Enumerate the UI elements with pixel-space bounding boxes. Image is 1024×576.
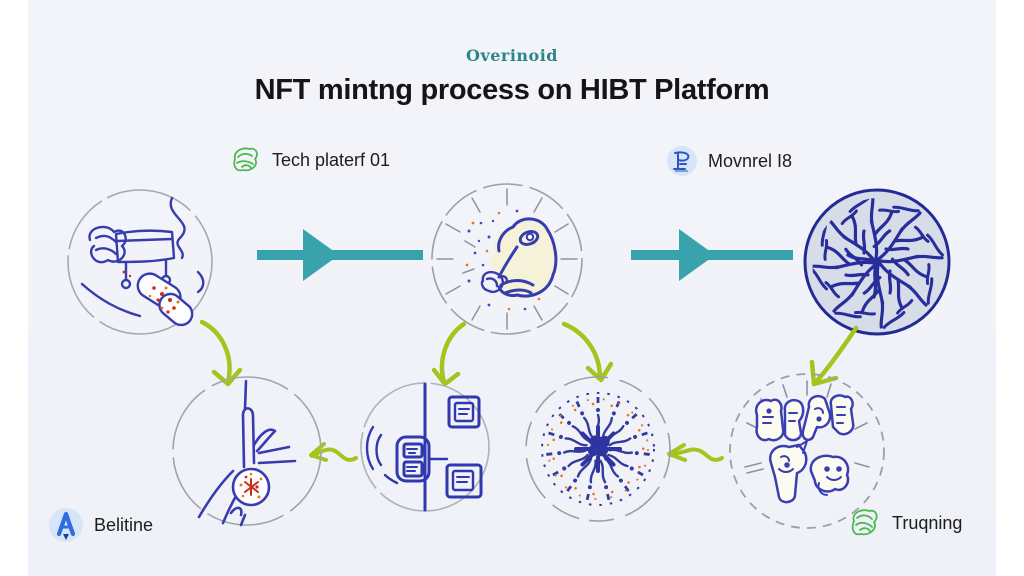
page-title: NFT mintng process on HIBT Platform xyxy=(254,74,770,106)
green-scribble-icon xyxy=(233,147,258,172)
brand-text: Overinoid xyxy=(466,46,558,65)
teal-arrow-right-1 xyxy=(257,229,423,281)
teal-arrow-right-2 xyxy=(631,229,793,281)
badge-belitine: Belitine xyxy=(48,507,153,543)
badge-tech-platerf: Tech platerf 01 xyxy=(230,144,390,176)
badge-movnrel: Movnrel I8 xyxy=(666,145,792,177)
bubble-letters-doodle-node xyxy=(729,373,885,529)
vein-pattern-node xyxy=(803,188,951,336)
badge-truqning: Truqning xyxy=(848,505,962,541)
badge-tech-label: Tech platerf 01 xyxy=(272,149,391,170)
badge-belitine-label: Belitine xyxy=(94,514,154,535)
green-curved-arrow-3 xyxy=(561,321,614,383)
green-curved-arrow-4 xyxy=(809,325,859,387)
raised-hand-doodle-node xyxy=(172,376,322,527)
badge-movnrel-label: Movnrel I8 xyxy=(708,150,793,171)
green-curved-arrow-2 xyxy=(431,321,467,387)
green-curved-arrow-1 xyxy=(199,319,243,387)
blue-a-badge-icon xyxy=(49,508,83,542)
seated-figure-doodle-node xyxy=(431,183,583,335)
blue-letter-badge-icon xyxy=(667,146,697,176)
circuit-doodle-node xyxy=(360,382,490,512)
green-scribble-icon xyxy=(851,509,878,536)
radial-mandala-doodle-node xyxy=(525,376,671,522)
piano-doodle-node xyxy=(67,189,213,335)
badge-truqning-label: Truqning xyxy=(892,512,963,533)
green-left-arrow-2 xyxy=(667,443,724,462)
